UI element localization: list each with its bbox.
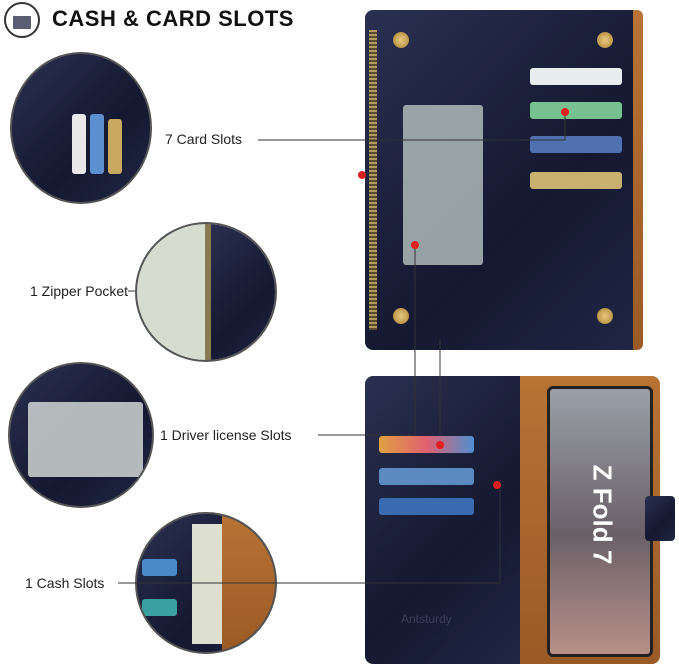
phone-screen: Z Fold 7 xyxy=(547,386,653,657)
page-title: CASH & CARD SLOTS xyxy=(52,6,294,31)
wallet-open-view: Antsturdy Z Fold 7 xyxy=(365,376,675,664)
wallet-icon xyxy=(4,2,40,38)
callout-cash-slots: 1 Cash Slots xyxy=(25,575,105,591)
zipper-pocket-closeup xyxy=(135,222,277,362)
wallet-back-view xyxy=(365,10,643,350)
callout-card-slots: 7 Card Slots xyxy=(165,131,243,147)
callout-dot xyxy=(411,241,419,249)
callout-dot xyxy=(561,108,569,116)
brand-emboss: Antsturdy xyxy=(401,612,452,626)
card-slots-closeup xyxy=(10,52,152,204)
callout-zipper-pocket: 1 Zipper Pocket xyxy=(30,283,129,299)
license-slot-closeup xyxy=(8,362,154,508)
callout-dot xyxy=(436,441,444,449)
callout-dot xyxy=(493,481,501,489)
callout-dot xyxy=(358,171,366,179)
callout-license-slots: 1 Driver license Slots xyxy=(160,427,292,443)
